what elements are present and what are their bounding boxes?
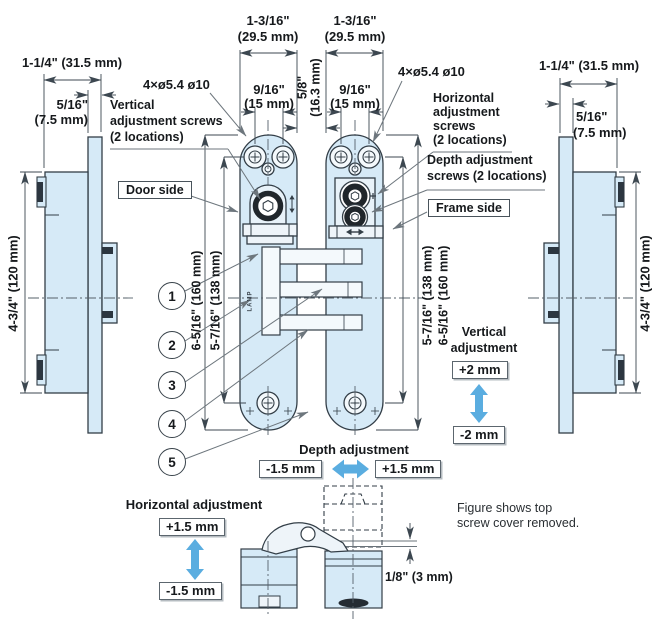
dims-left-view (20, 74, 116, 394)
label-holes-door: 4×ø5.4 ø10 (143, 77, 210, 92)
dim-len138-left: 5-7/16" (138 mm) (208, 250, 223, 351)
depth-adjust-plus: +1.5 mm (375, 460, 442, 478)
dim-len160-left: 6-5/16" (160 mm) (189, 250, 204, 351)
vertical-adjust-title-1: Vertical (461, 325, 507, 339)
door-side-label: Door side (118, 181, 192, 199)
dim-cover-gap: 1/8" (3 mm) (385, 570, 453, 584)
dim-right-flange-mm: (7.5 mm) (573, 125, 627, 140)
depth-adjust-arrow-icon (332, 459, 369, 479)
dim-pitch-door-mm: (29.5 mm) (237, 29, 299, 44)
callout-depth-screws-2: screws (2 locations) (427, 169, 547, 183)
dim-right-height: 4-3/4" (120 mm) (637, 235, 653, 332)
depth-adjust-minus: -1.5 mm (259, 460, 323, 478)
part-number-2: 2 (158, 331, 186, 359)
callout-horizontal-screws-2: adjustment (433, 105, 500, 119)
callout-horizontal-screws-1: Horizontal (433, 91, 495, 105)
number-leaders (184, 253, 323, 460)
side-view-right (543, 136, 625, 434)
figure-note-1: Figure shows top (457, 501, 553, 515)
dim-pitch-door-in: 1-3/16" (246, 13, 290, 28)
callout-vertical-screws-3: (2 locations) (110, 130, 184, 144)
dim-right-flange-in: 5/16" (576, 109, 608, 124)
vertical-adjust-minus: -2 mm (453, 426, 506, 444)
part-number-1: 1 (158, 282, 186, 310)
dim-screw-door-mm: (15 mm) (244, 96, 294, 111)
callout-vertical-screws-2: adjustment screws (110, 114, 223, 128)
part-number-5: 5 (158, 448, 186, 476)
bottom-figure (240, 478, 417, 619)
horizontal-adjust-plus: +1.5 mm (159, 518, 226, 536)
dim-screw-frame-mm: (15 mm) (330, 96, 380, 111)
vertical-adjust-arrow-icon (470, 384, 488, 423)
dim-pitch-frame-mm: (29.5 mm) (324, 29, 386, 44)
callout-depth-screws-1: Depth adjustment (427, 153, 533, 167)
callout-horizontal-screws-4: (2 locations) (433, 133, 507, 147)
hinge-linkage (261, 246, 363, 336)
horizontal-adjust-arrow-icon (186, 539, 204, 580)
dim-screw-frame-in: 9/16" (339, 82, 371, 97)
dims-front-vertical (201, 134, 422, 431)
part-number-4: 4 (158, 410, 186, 438)
vertical-adjust-plus: +2 mm (452, 361, 508, 379)
frame-side-label: Frame side (428, 199, 511, 217)
horizontal-adjust-title: Horizontal adjustment (125, 497, 263, 512)
adjustment-arrows (186, 384, 488, 580)
dims-right-view (545, 78, 641, 394)
dim-screw-door-in: 9/16" (253, 82, 285, 97)
dim-left-flange-mm: (7.5 mm) (34, 112, 88, 127)
dim-right-width: 1-1/4" (31.5 mm) (538, 58, 640, 73)
dims-front-top (239, 49, 384, 144)
callout-horizontal-screws-3: screws (433, 119, 476, 133)
figure-note-2: screw cover removed. (457, 516, 580, 530)
part-number-3: 3 (158, 371, 186, 399)
side-view-left (36, 136, 118, 434)
brand-stamp: LAMP (247, 290, 254, 312)
dim-pitch-frame-in: 1-3/16" (333, 13, 377, 28)
label-holes-frame: 4×ø5.4 ø10 (398, 64, 465, 79)
callout-leaders (110, 80, 545, 230)
callout-vertical-screws-1: Vertical (110, 98, 155, 112)
horizontal-adjust-minus: -1.5 mm (159, 582, 223, 600)
dim-left-width: 1-1/4" (31.5 mm) (21, 55, 123, 70)
vertical-adjust-title-2: adjustment (450, 341, 518, 355)
dim-left-height: 4-3/4" (120 mm) (5, 235, 21, 332)
depth-adjust-title: Depth adjustment (299, 442, 409, 457)
dim-left-flange-in: 5/16" (56, 97, 88, 112)
